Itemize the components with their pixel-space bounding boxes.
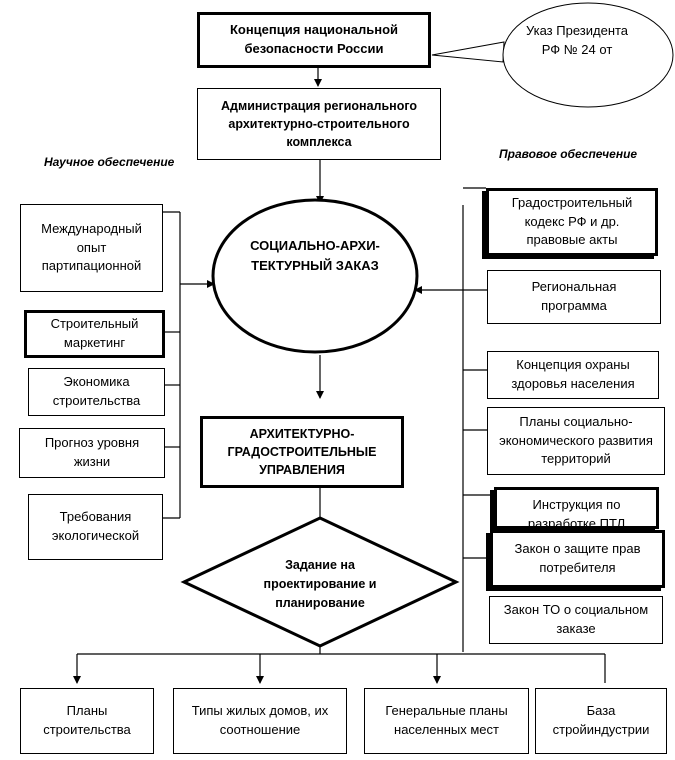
science-item-marketing: Строительный маркетинг [24,310,165,358]
science-item-ecology: Требования экологической [28,494,163,560]
science-item-forecast: Прогноз уровня жизни [19,428,165,478]
output-housing-types: Типы жилых домов, их соотношение [173,688,347,754]
legal-item-program: Региональная программа [487,270,661,324]
decree-bubble [502,2,674,108]
legal-item-consumer-law: Закон о защите прав потребителя [490,530,665,588]
science-item-economics: Экономика строительства [28,368,165,416]
output-construction-plans: Планы строительства [20,688,154,754]
decree-text: Указ Президента РФ № 24 от [525,23,629,57]
legal-item-plans: Планы социально-экономического развития … [487,407,665,475]
legal-item-health: Концепция охраны здоровья населения [487,351,659,399]
legal-item-social-law: Закон ТО о социальном заказе [489,596,663,644]
directorate-box: АРХИТЕКТУРНО-ГРАДОСТРОИТЕЛЬНЫЕ УПРАВЛЕНИ… [200,416,404,488]
legal-item-instruction: Инструкция по разработке ПТЛ [494,487,659,529]
order-text: СОЦИАЛЬНО-АРХИ-ТЕКТУРНЫЙ ЗАКАЗ [250,238,380,273]
administration-box: Администрация регионального архитектурно… [197,88,441,160]
task-diamond [180,516,460,648]
legal-label: Правовое обеспечение [499,147,638,161]
legal-item-code: Градостроительный кодекс РФ и др. правов… [486,188,658,256]
output-construction-base: База стройиндустрии [535,688,667,754]
task-text: Задание на проектирование и планирование [263,558,377,610]
output-master-plans: Генеральные планы населенных мест [364,688,529,754]
science-label: Научное обеспечение [44,155,175,169]
science-item-international: Международный опыт партипационной [20,204,163,292]
order-ellipse [211,198,419,354]
concept-box: Концепция национальной безопасности Росс… [197,12,431,68]
